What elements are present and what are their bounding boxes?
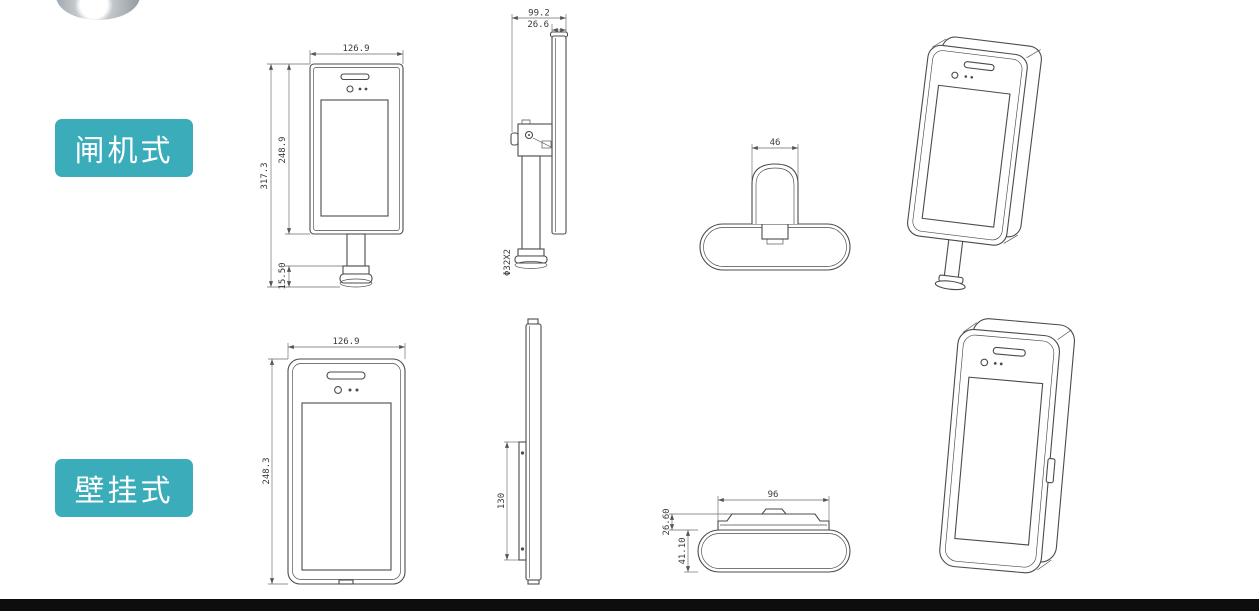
footer-bar — [0, 599, 1259, 611]
camera-lens — [980, 358, 989, 367]
wall-mount-plate — [518, 441, 527, 561]
pole-collar — [517, 248, 545, 257]
gate-top-clamp-width-dim: 46 — [770, 138, 781, 148]
camera-lens — [334, 386, 342, 394]
wall-top-dimensions: 96 26.60 41.10 — [662, 490, 830, 573]
screen — [921, 84, 1011, 228]
speaker-slot — [340, 73, 370, 81]
ir-led-dot — [364, 87, 368, 91]
gate-type-badge: 闸机式 — [55, 119, 193, 177]
wall-top-total-depth-dim: 41.10 — [678, 537, 688, 564]
bottom-tab — [338, 579, 354, 585]
camera-lens — [346, 85, 354, 93]
pole-foot — [514, 255, 548, 264]
gate-front-total-height-dim: 317.3 — [260, 162, 270, 189]
wall-type-badge: 壁挂式 — [55, 459, 193, 517]
clamp-arch — [751, 163, 799, 224]
wall-front-dimensions: 126.9 248.3 — [262, 337, 406, 585]
wall-side-bracket-height-dim: 130 — [497, 493, 507, 509]
wall-top-device — [697, 508, 851, 573]
camera-lens — [951, 71, 959, 79]
wall-top-view: 96 26.60 41.10 — [662, 490, 851, 573]
wall-perspective-view — [939, 318, 1075, 574]
ir-led-dot — [355, 388, 359, 392]
bottom-tab — [527, 579, 540, 585]
panel-profile — [525, 323, 542, 581]
wall-front-width-dim: 126.9 — [332, 337, 359, 347]
gate-side-view: 99.2 26.6 Φ32X2 — [503, 9, 569, 276]
pole-foot — [934, 280, 966, 291]
gate-top-device — [699, 163, 851, 271]
device-top-outline — [697, 529, 851, 573]
gate-front-base-height-dim: 15.50 — [278, 262, 288, 289]
wall-top-bracket-width-dim: 96 — [768, 490, 779, 500]
panel-top-cap — [527, 318, 539, 325]
wall-side-device — [518, 318, 542, 585]
gate-top-dimensions: 46 — [751, 138, 799, 180]
wall-top-bracket-depth-dim: 26.60 — [662, 508, 672, 535]
cropped-logo-fragment — [56, 0, 140, 20]
bracket-center-tab — [761, 508, 787, 515]
gate-type-label: 闸机式 — [74, 134, 174, 169]
screen — [301, 402, 392, 571]
mount-screw — [520, 547, 525, 551]
screen — [954, 376, 1044, 546]
wall-front-device — [287, 358, 406, 585]
gate-side-device — [510, 31, 569, 269]
gate-perspective-device — [907, 36, 1042, 291]
wall-type-label: 壁挂式 — [74, 474, 174, 509]
mount-bracket — [717, 513, 830, 531]
ir-led-dot — [348, 388, 352, 392]
gate-side-dimensions: 99.2 26.6 Φ32X2 — [503, 9, 567, 276]
pole-collar — [342, 265, 370, 275]
wall-front-height-dim: 248.3 — [262, 457, 272, 484]
screen — [320, 99, 389, 217]
mount-screw — [520, 451, 525, 455]
wall-side-view: 130 — [497, 318, 542, 585]
clamp-knob — [510, 132, 519, 146]
clamp-bracket — [517, 123, 553, 157]
speaker-slot — [963, 61, 995, 72]
mount-pole — [346, 233, 366, 267]
gate-side-total-depth-dim: 99.2 — [528, 9, 550, 19]
wall-perspective-device — [939, 318, 1075, 574]
wall-side-dimensions: 130 — [497, 441, 519, 561]
speaker-slot — [992, 346, 1026, 357]
panel-profile — [551, 35, 567, 235]
speaker-slot — [326, 371, 366, 380]
gate-front-dimensions: 126.9 317.3 248.9 15.50 — [260, 44, 404, 290]
gate-side-panel-depth-dim: 26.6 — [527, 20, 549, 30]
gate-side-pole-spec: Φ32X2 — [503, 249, 513, 276]
gate-front-device — [309, 63, 404, 288]
gate-front-body-height-dim: 248.9 — [278, 136, 288, 163]
gate-front-view: 126.9 317.3 248.9 15.50 — [260, 44, 404, 290]
clamp-neck — [761, 223, 789, 240]
pole-foot — [339, 273, 373, 284]
ir-led-dot — [358, 87, 362, 91]
gate-top-view: 46 — [699, 138, 851, 271]
side-protrusion — [1045, 457, 1056, 484]
mount-pole — [521, 155, 541, 250]
gate-front-width-dim: 126.9 — [342, 44, 369, 54]
wall-front-view: 126.9 248.3 — [262, 337, 406, 585]
clamp-screw — [524, 130, 534, 140]
gate-perspective-view — [907, 36, 1042, 291]
